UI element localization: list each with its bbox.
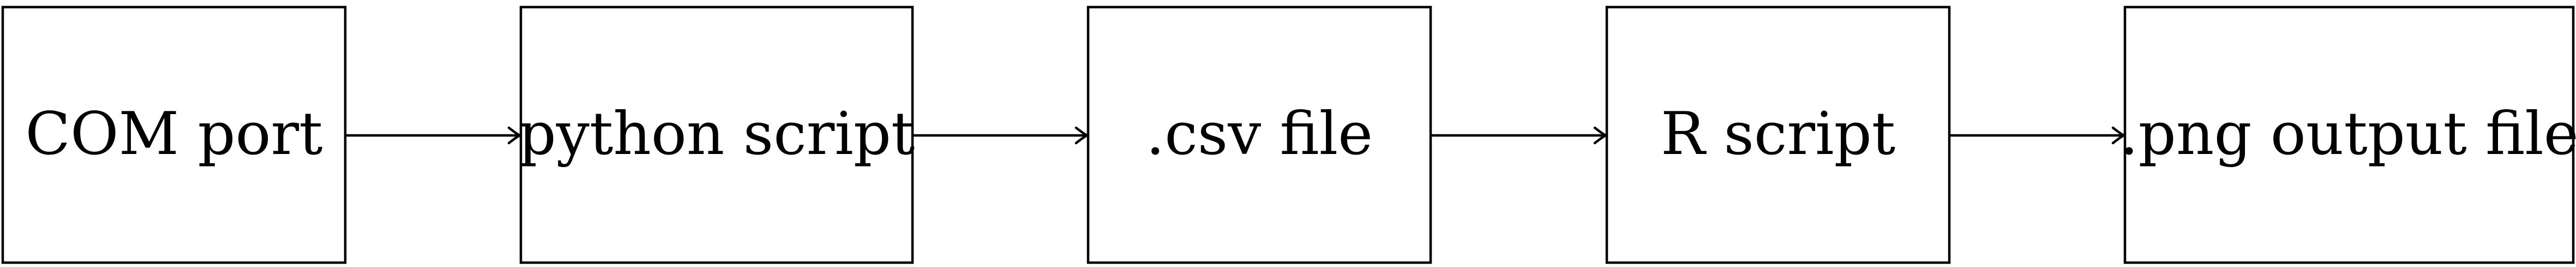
node-csv-file: .csv file — [1086, 5, 1432, 264]
node-label: R script — [1661, 100, 1895, 168]
node-label: COM port — [25, 100, 322, 168]
node-box — [519, 5, 914, 264]
node-box — [1, 5, 347, 264]
node-python-script: python script — [519, 5, 915, 264]
node-label: .csv file — [1146, 100, 1373, 168]
edge-python-script-to-csv-file — [912, 126, 1089, 145]
edge-r-script-to-png-output-file — [1949, 126, 2125, 145]
node-box — [1605, 5, 1951, 264]
node-com-port: COM port — [1, 5, 347, 264]
node-box — [1086, 5, 1432, 264]
edge-csv-file-to-r-script — [1431, 126, 1607, 145]
node-label: .png output file — [2119, 100, 2576, 168]
node-box — [2123, 5, 2575, 264]
edge-com-port-to-python-script — [345, 126, 521, 145]
nodes: COM port python script .csv file R script .p… — [1, 5, 2576, 264]
node-r-script: R script — [1605, 5, 1951, 264]
node-label: python script — [519, 100, 915, 168]
node-png-output-file: .png output file — [2119, 5, 2576, 264]
